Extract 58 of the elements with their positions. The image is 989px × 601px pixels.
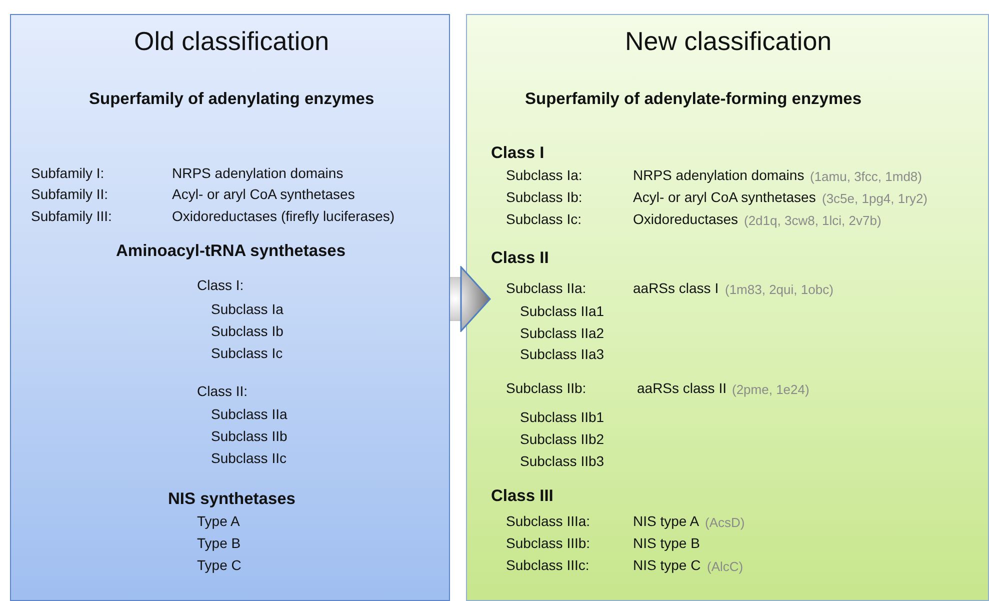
section-heading: Class II [491, 248, 549, 268]
entry-text: aaRSs class II [637, 380, 726, 397]
reference-text: (2d1q, 3cw8, 1lci, 2v7b) [744, 212, 882, 229]
entry-text: Subfamily III: [31, 208, 112, 225]
entry-text: Subclass IIb [211, 428, 288, 445]
section-heading: Class III [491, 486, 554, 506]
section-heading: Class I [491, 143, 544, 163]
entry-text: NRPS adenylation domains [172, 165, 344, 182]
classification-panel [10, 14, 450, 601]
entry-text: NIS type A [633, 513, 700, 530]
entry-text: Oxidoreductases (firefly luciferases) [172, 208, 395, 225]
section-heading: NIS synthetases [168, 489, 296, 509]
entry-text: Subclass IIIb: [506, 535, 590, 552]
entry-text: NIS type B [633, 535, 700, 552]
entry-text: Subclass Ia [211, 301, 284, 318]
entry-text: Subclass IIb: [506, 380, 586, 397]
panel-title: Old classification [134, 26, 330, 56]
entry-text: Acyl- or aryl CoA synthetases [172, 186, 355, 203]
reference-text: (3c5e, 1pg4, 1ry2) [822, 190, 928, 207]
entry-text: Subclass IIa2 [520, 325, 604, 342]
entry-text: Subclass IIb1 [520, 409, 604, 426]
entry-text: Type A [197, 513, 240, 530]
section-heading: Aminoacyl-tRNA synthetases [116, 241, 346, 261]
reference-text: (2pme, 1e24) [732, 381, 810, 398]
entry-text: Subclass IIb2 [520, 431, 604, 448]
entry-text: Subclass IIIc: [506, 557, 590, 574]
chevron-arrow [450, 266, 491, 332]
entry-text: Subclass Ic: [506, 211, 582, 228]
entry-text: Subclass IIa [211, 406, 288, 423]
entry-text: Acyl- or aryl CoA synthetases [633, 189, 816, 206]
entry-text: Class I: [197, 277, 244, 294]
entry-text: Subclass Ib [211, 323, 284, 340]
entry-text: Subclass IIa1 [520, 303, 604, 320]
entry-text: Subfamily I: [31, 165, 104, 182]
entry-text: Type C [197, 557, 242, 574]
classification-panel [466, 14, 989, 601]
reference-text: (1amu, 3fcc, 1md8) [810, 168, 922, 185]
section-heading: Superfamily of adenylating enzymes [89, 89, 374, 109]
entry-text: Oxidoreductases [633, 211, 738, 228]
entry-text: Subclass IIIa: [506, 513, 590, 530]
entry-text: Subclass IIa3 [520, 346, 604, 363]
entry-text: Subclass Ia: [506, 167, 582, 184]
panel-title: New classification [625, 26, 832, 56]
section-heading: Superfamily of adenylate-forming enzymes [525, 89, 862, 109]
reference-text: (AcsD) [705, 514, 745, 531]
entry-text: aaRSs class I [633, 280, 719, 297]
entry-text: Subclass Ib: [506, 189, 582, 206]
entry-text: Subclass IIb3 [520, 453, 604, 470]
entry-text: Subclass IIa: [506, 280, 586, 297]
entry-text: NIS type C [633, 557, 701, 574]
reference-text: (1m83, 2qui, 1obc) [725, 281, 834, 298]
reference-text: (AlcC) [707, 558, 744, 575]
entry-text: Class II: [197, 383, 248, 400]
entry-text: Subclass IIc [211, 450, 286, 467]
entry-text: Type B [197, 535, 241, 552]
entry-text: Subfamily II: [31, 186, 108, 203]
entry-text: Subclass Ic [211, 345, 283, 362]
entry-text: NRPS adenylation domains [633, 167, 804, 184]
